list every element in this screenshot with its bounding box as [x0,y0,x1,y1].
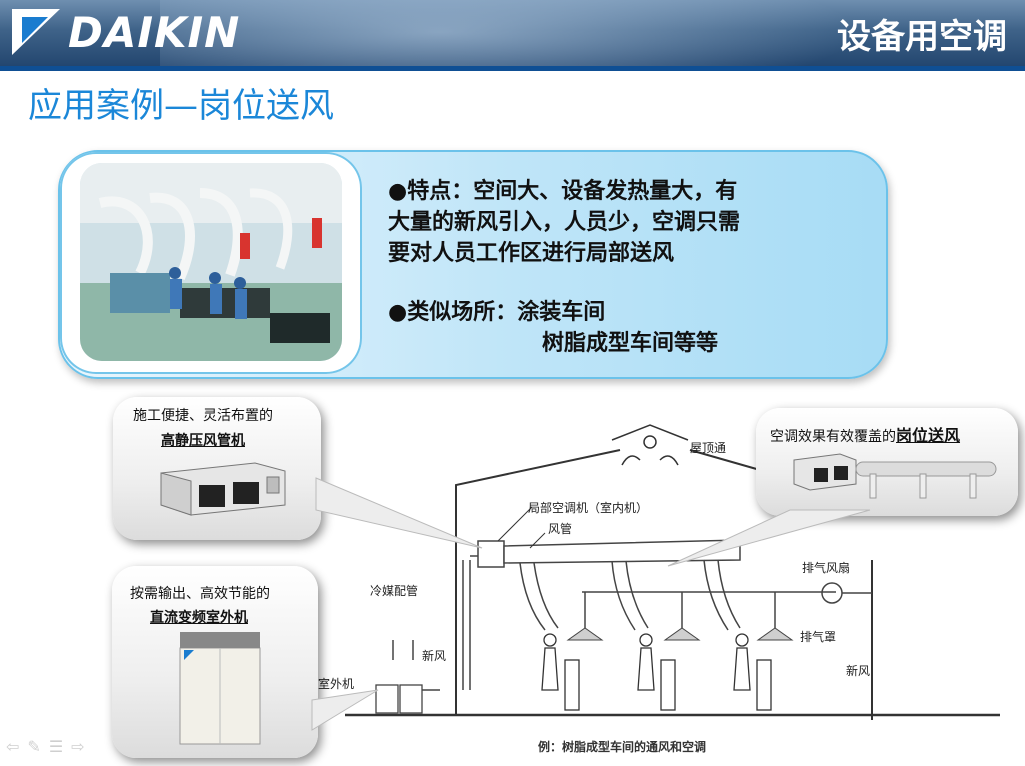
spot-air-duct-icon [793,453,997,499]
callout-spot-cooling: 空调效果有效覆盖的岗位送风 [756,408,1018,516]
callout-outdoor-unit: 按需输出、高效节能的 直流变频室外机 [112,566,318,758]
prev-arrow-icon[interactable]: ⇦ [6,737,20,756]
label-outdoor-unit: 室外机 [318,676,354,691]
exhaust-system [582,582,872,628]
header-decoration [160,0,860,66]
label-fresh-air-right: 新风 [846,663,870,678]
menu-icon[interactable]: ☰ [48,737,64,756]
callout-effect-highlight: 岗位送风 [896,426,961,445]
page-title: 应用案例—岗位送风 [28,86,334,126]
label-duct: 风管 [548,521,572,536]
diagram-caption: 例：树脂成型车间的通风和空调 [538,740,707,754]
slide-nav: ⇦ ✎ ☰ ⇨ [6,737,85,756]
callout-outdoor-line1: 按需输出、高效节能的 [130,586,270,602]
pen-icon[interactable]: ✎ [27,737,41,756]
daikin-logo: DAIKIN [8,6,240,58]
bullet-similar-line2: 树脂成型车间等等 [542,331,719,356]
callout-effect-text: 空调效果有效覆盖的岗位送风 [770,422,960,446]
factory-photo [80,163,342,361]
outdoor-unit-icon [179,632,261,745]
exhaust-hoods [566,627,794,641]
bullet-similar-line1: ●类似场所：涂装车间 [388,300,606,325]
ground-outdoor-units [375,684,423,714]
callout-outdoor-line2: 直流变频室外机 [150,610,248,626]
building-outline [345,449,1000,720]
callout-duct-line2: 高静压风管机 [161,433,245,449]
workers [541,633,772,711]
bullet-feature-line3: 要对人员工作区进行局部送风 [388,241,675,266]
label-roof-vent: 屋顶通 [690,441,726,455]
header-divider [0,66,1025,71]
callout-effect-prefix: 空调效果有效覆盖的 [770,429,896,445]
label-exhaust-fan: 排气风扇 [802,560,850,575]
daikin-logo-icon [12,9,60,55]
callout-duct-unit: 施工便捷、灵活布置的 高静压风管机 [113,397,321,540]
bullet-feature-line1: ●特点：空间大、设备发热量大，有 [388,179,738,204]
logo-text: DAIKIN [68,7,241,57]
label-local-unit: 局部空调机（室内机） [528,500,648,515]
bullet-feature-line2: 大量的新风引入，人员少，空调只需 [388,210,741,235]
label-exhaust-hood: 排气罩 [800,629,836,644]
next-arrow-icon[interactable]: ⇨ [71,737,85,756]
ventilation-diagram: 屋顶通 局部空调机（室内机） 风管 排气风扇 排气罩 [318,424,1000,720]
duct [477,539,741,631]
header-title: 设备用空调 [837,17,1007,57]
roof-vent [611,424,689,466]
duct-unit-icon [160,462,286,516]
label-fresh-air-left: 新风 [422,648,446,663]
feature-text: ●特点：空间大、设备发热量大，有 大量的新风引入，人员少，空调只需 要对人员工作… [388,176,740,359]
header-banner: DAIKIN 设备用空调 [0,0,1025,66]
label-refrigerant-pipe: 冷媒配管 [370,583,418,598]
callout-duct-line1: 施工便捷、灵活布置的 [133,408,273,424]
